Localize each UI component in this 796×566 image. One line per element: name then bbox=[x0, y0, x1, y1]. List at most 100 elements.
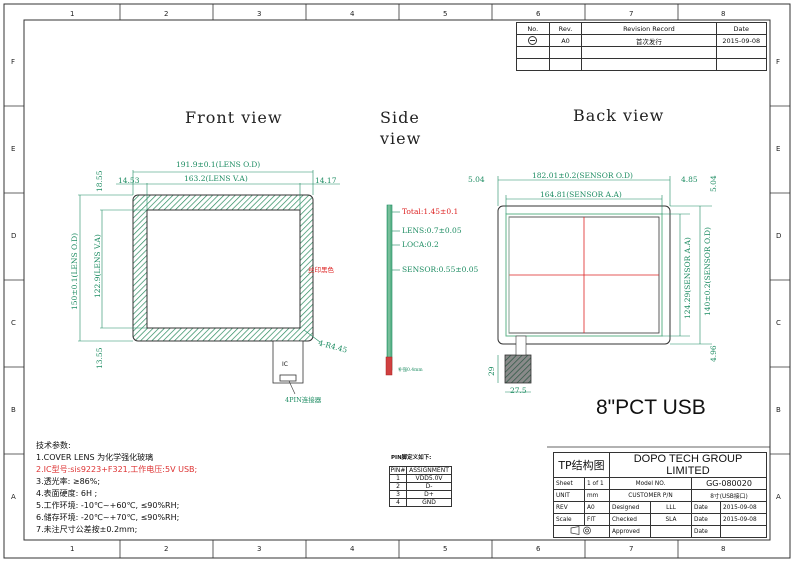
projection-icon bbox=[570, 526, 591, 535]
front-view-title: Front view bbox=[185, 108, 283, 127]
tb-rev-label: REV bbox=[553, 501, 585, 514]
back-view-drawing bbox=[497, 176, 712, 393]
ruler-col-3: 3 bbox=[257, 10, 262, 18]
pin-4-num: 4 bbox=[389, 498, 407, 507]
ruler-row-a: A bbox=[11, 493, 16, 501]
pin-1-num: 1 bbox=[389, 474, 407, 483]
tb-model-label: Model NO. bbox=[609, 477, 692, 490]
tb-sheet-label: Sheet bbox=[553, 477, 585, 490]
tb-date-label-2: Date bbox=[691, 513, 721, 526]
side-fpc-note: 补强0.4mm bbox=[398, 368, 423, 373]
tech-line-6: 6.储存环境: -20℃~+70℃, ≤90%RH; bbox=[36, 513, 180, 522]
tb-customer-value: 8寸(USB接口) bbox=[691, 489, 767, 502]
pin-2-num: 2 bbox=[389, 482, 407, 491]
tb-rev-value: A0 bbox=[584, 501, 610, 514]
pin-3-name: D+ bbox=[406, 490, 452, 499]
pin-2-name: D- bbox=[406, 482, 452, 491]
tb-date-label-1: Date bbox=[691, 501, 721, 514]
ruler-row-b-right: B bbox=[776, 406, 781, 414]
front-connector-label: 4PIN连接器 bbox=[285, 396, 322, 404]
back-right-margin: 4.85 bbox=[681, 175, 698, 184]
tech-line-4: 4.表面硬度: 6H ; bbox=[36, 489, 98, 498]
pin-table-title: PIN脚定义如下: bbox=[391, 455, 432, 461]
rev-no-symbol bbox=[516, 34, 550, 47]
pin-4-name: GND bbox=[406, 498, 452, 507]
back-sensor-od-height: 140±0.2(SENSOR O.D) bbox=[703, 227, 712, 316]
ruler-col-5-bottom: 5 bbox=[443, 545, 448, 553]
rev-value: A0 bbox=[548, 34, 583, 47]
ruler-row-e: E bbox=[11, 145, 16, 153]
front-left-margin: 14.53 bbox=[118, 176, 140, 185]
front-right-margin: 14.17 bbox=[315, 176, 337, 185]
rev-header-record: Revision Record bbox=[581, 22, 717, 35]
ruler-row-d-right: D bbox=[776, 232, 782, 240]
tb-date-label-3: Date bbox=[691, 525, 721, 538]
pin-3-num: 3 bbox=[389, 490, 407, 499]
back-left-margin: 5.04 bbox=[468, 175, 485, 184]
tb-designed-label: Designed bbox=[609, 501, 651, 514]
ruler-col-2-bottom: 2 bbox=[164, 545, 169, 553]
rev-header-date: Date bbox=[715, 22, 768, 35]
tb-unit-label: UNIT bbox=[553, 489, 585, 502]
tb-checked-value: SLA bbox=[650, 513, 692, 526]
front-lens-va-height: 122.9(LENS V.A) bbox=[93, 234, 102, 298]
pin-1-name: VDD5.0V bbox=[406, 474, 452, 483]
tb-customer-label: CUSTOMER P/N bbox=[609, 489, 692, 502]
ruler-row-d: D bbox=[11, 232, 17, 240]
front-ink-label: 丝印黑色 bbox=[308, 266, 334, 274]
ruler-col-2: 2 bbox=[164, 10, 169, 18]
back-fpc-width: 27.5 bbox=[510, 386, 527, 395]
side-sensor: SENSOR:0.55±0.05 bbox=[402, 265, 479, 274]
ruler-col-7: 7 bbox=[629, 10, 634, 18]
ruler-col-8: 8 bbox=[721, 10, 726, 18]
rev-header-no: No. bbox=[516, 22, 550, 35]
front-lens-va-width: 163.2(LENS V.A) bbox=[184, 174, 248, 183]
tb-unit-value: mm bbox=[584, 489, 610, 502]
ruler-row-b: B bbox=[11, 406, 16, 414]
ruler-row-e-right: E bbox=[776, 145, 781, 153]
ruler-col-6: 6 bbox=[536, 10, 541, 18]
ruler-col-4-bottom: 4 bbox=[350, 545, 355, 553]
back-sensor-od-width: 182.01±0.2(SENSOR O.D) bbox=[532, 171, 633, 180]
tech-line-1: 1.COVER LENS 为化学强化玻璃 bbox=[36, 453, 154, 462]
side-loca: LOCA:0.2 bbox=[402, 240, 439, 249]
back-top-right-margin: 5.04 bbox=[709, 175, 718, 192]
ruler-row-c: C bbox=[11, 319, 16, 327]
pin-header-assignment: ASSIGNMENT bbox=[406, 466, 452, 475]
ruler-col-3-bottom: 3 bbox=[257, 545, 262, 553]
tb-date-1: 2015-09-08 bbox=[720, 501, 767, 514]
back-bottom-right-margin: 4.96 bbox=[709, 345, 718, 362]
tech-line-7: 7.未注尺寸公差按±0.2mm; bbox=[36, 525, 138, 534]
tech-heading: 技术参数: bbox=[36, 441, 71, 450]
tb-date-2: 2015-09-08 bbox=[720, 513, 767, 526]
front-lens-od-height: 150±0.1(LENS O.D) bbox=[70, 232, 79, 310]
tb-designed-value: LLL bbox=[650, 501, 692, 514]
rev-date: 2015-09-08 bbox=[715, 34, 768, 47]
tb-approved-label: Approved bbox=[609, 525, 651, 538]
tb-projection-symbol bbox=[553, 525, 610, 538]
tech-line-3: 3.透光率: ≥86%; bbox=[36, 477, 101, 486]
tb-scale-label: Scale bbox=[553, 513, 585, 526]
side-view-title-line2: view bbox=[380, 129, 422, 148]
front-lens-od-width: 191.9±0.1(LENS O.D) bbox=[176, 160, 261, 169]
tb-model-value: GG-080020 bbox=[691, 477, 767, 490]
back-sensor-aa-width: 164.81(SENSOR A.A) bbox=[540, 190, 622, 199]
back-fpc-height: 29 bbox=[487, 366, 496, 376]
back-sensor-aa-height: 124.29(SENSOR A.A) bbox=[683, 237, 692, 319]
ruler-col-1: 1 bbox=[70, 10, 75, 18]
front-top-margin: 18.55 bbox=[95, 170, 104, 192]
ruler-col-8-bottom: 8 bbox=[721, 545, 726, 553]
rev-header-rev: Rev. bbox=[548, 22, 583, 35]
tb-checked-label: Checked bbox=[609, 513, 651, 526]
tech-line-2: 2.IC型号:sis9223+F321,工作电压:5V USB; bbox=[36, 465, 198, 474]
tb-tp-label: TP结构图 bbox=[553, 452, 610, 478]
front-view-drawing bbox=[78, 170, 340, 395]
side-view-title-line1: Side bbox=[380, 108, 420, 127]
side-view-drawing bbox=[385, 204, 400, 376]
back-view-title: Back view bbox=[573, 106, 665, 125]
tb-scale-value: FIT bbox=[584, 513, 610, 526]
title-block: TP结构图 DOPO TECH GROUP LIMITED Sheet 1 of… bbox=[553, 452, 767, 538]
